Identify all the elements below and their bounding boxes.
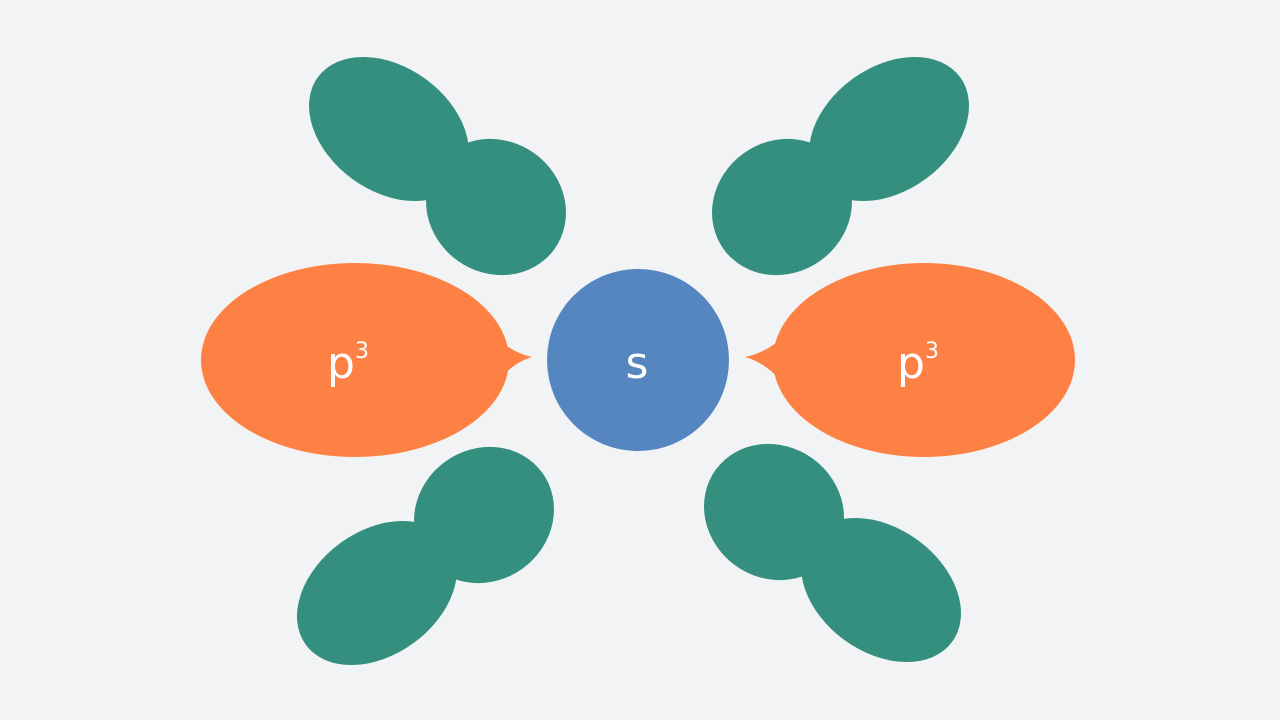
- diagonal-lobe-top-left: [281, 27, 594, 303]
- center-orbital: s: [547, 269, 729, 451]
- side-lobe-left-label: p3: [327, 338, 369, 389]
- side-lobe-right-label: p3: [897, 338, 939, 389]
- diagonal-lobe-top-right: [684, 27, 997, 303]
- diagonal-lobe-bottom-right: [676, 416, 989, 692]
- center-orbital-label: s: [626, 338, 649, 389]
- side-lobe-right: p3: [745, 263, 1075, 457]
- diagonal-lobe-bottom-left: [269, 419, 582, 695]
- side-lobe-left: p3: [201, 263, 532, 457]
